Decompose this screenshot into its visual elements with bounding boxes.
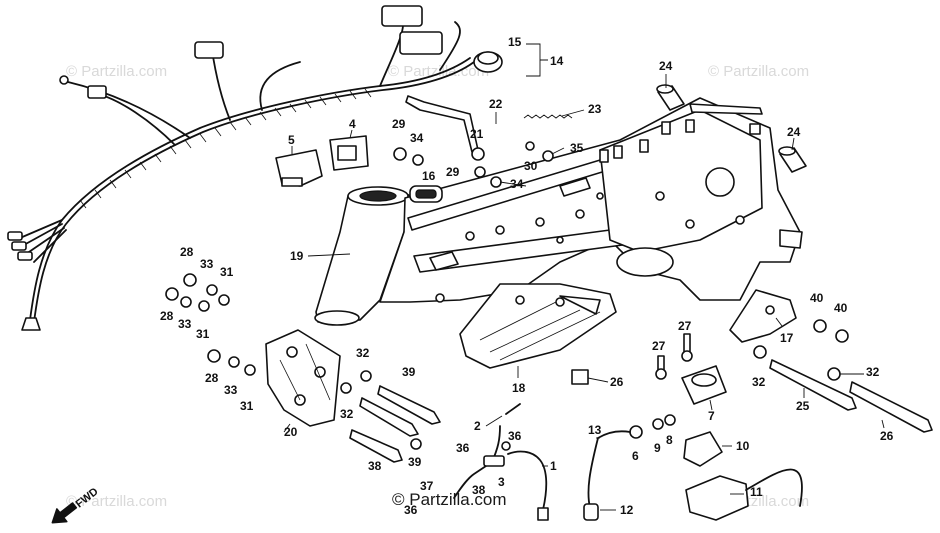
callout-16: 16 [422,169,436,183]
callout-23: 23 [588,102,602,116]
callout-9: 9 [654,441,661,455]
callout-13: 13 [588,423,602,437]
skid-plate [459,283,617,369]
watermark-top-left: © Partzilla.com [66,63,167,80]
watermark-top-right: © Partzilla.com [708,63,809,80]
callout-14: 14 [550,54,564,68]
callout-28-b: 28 [160,309,174,323]
callout-4: 4 [349,117,356,131]
callout-34-mid: 34 [510,177,524,191]
callout-26-a: 26 [610,375,624,389]
callout-24-top: 24 [659,59,673,73]
callout-32-d: 32 [866,365,880,379]
callout-25: 25 [796,399,810,413]
callout-3: 3 [498,475,505,489]
callout-31-b: 31 [196,327,210,341]
callout-36-c: 36 [404,503,418,517]
bracket-20 [265,329,341,427]
watermark-bottom-center: © Partzilla.com [392,490,507,509]
callout-28-a: 28 [180,245,194,259]
callout-19: 19 [290,249,304,263]
callout-32-a: 32 [356,346,370,360]
callout-32-c: 32 [752,375,766,389]
callout-5: 5 [288,133,295,147]
callout-8: 8 [666,433,673,447]
callout-30: 30 [524,159,538,173]
callout-20: 20 [284,425,298,439]
callout-35: 35 [570,141,584,155]
callout-10: 10 [736,439,750,453]
callout-6: 6 [632,449,639,463]
callout-21: 21 [470,127,484,141]
callout-40-a: 40 [810,291,824,305]
callout-39-a: 39 [402,365,416,379]
wire-harness [7,5,475,331]
callout-40-b: 40 [834,301,848,315]
callout-26-b: 26 [880,429,894,443]
callout-36-a: 36 [456,441,470,455]
callout-2: 2 [474,419,481,433]
callout-39-b: 39 [408,455,422,469]
top-parts [275,51,807,203]
callout-29-top: 29 [392,117,406,131]
callout-31-a: 31 [220,265,234,279]
left-fasteners [165,273,256,376]
callout-33-a: 33 [200,257,214,271]
callout-33-b: 33 [178,317,192,331]
bolts-and-plates [340,289,933,463]
callout-17: 17 [780,331,794,345]
callout-11: 11 [750,485,763,499]
callout-28-c: 28 [205,371,219,385]
callout-37: 37 [420,479,434,493]
callout-7: 7 [708,409,715,423]
callouts: 15 14 24 24 22 23 4 5 29 34 21 35 30 16 … [160,35,894,517]
frame-assembly [314,97,803,326]
callout-36-b: 36 [508,429,522,443]
callout-27-b: 27 [652,339,666,353]
callout-22: 22 [489,97,503,111]
callout-18: 18 [512,381,526,395]
lower-electrical [453,333,803,521]
callout-27-a: 27 [678,319,692,333]
callout-38-a: 38 [368,459,382,473]
callout-24-right: 24 [787,125,801,139]
callout-31-c: 31 [240,399,254,413]
callout-29-mid: 29 [446,165,460,179]
callout-12: 12 [620,503,634,517]
callout-32-b: 32 [340,407,354,421]
leader-lines [283,43,885,511]
callout-38-b: 38 [472,483,486,497]
callout-33-c: 33 [224,383,238,397]
watermark-bottom-left: © Partzilla.com [66,493,167,510]
callout-34-top: 34 [410,131,424,145]
callout-15: 15 [508,35,522,49]
callout-1: 1 [550,459,557,473]
watermark-top-center: © Partzilla.com [388,63,489,80]
